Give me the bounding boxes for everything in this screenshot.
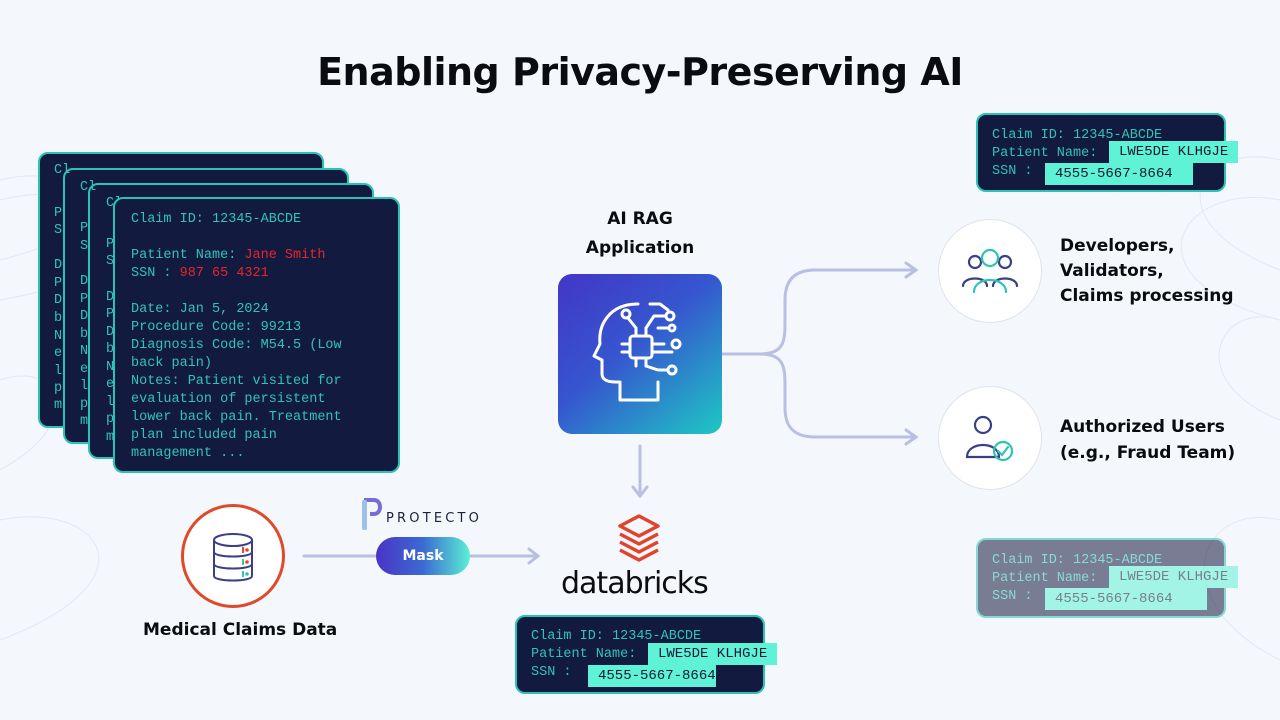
stack-fragment: P bbox=[106, 307, 115, 322]
stack-fragment: Cl bbox=[54, 163, 71, 178]
stack-fragment: l bbox=[106, 395, 115, 410]
databricks-label: databricks bbox=[561, 566, 709, 601]
masked-record-faded: Claim ID: 12345-ABCDE Patient Name: SSN … bbox=[976, 538, 1239, 620]
protecto-label: PROTECTO bbox=[386, 511, 483, 526]
stack-fragment: m bbox=[80, 414, 89, 429]
claim-id-line: Claim ID: 12345-ABCDE bbox=[131, 212, 302, 227]
stack-fragment: D bbox=[54, 258, 63, 273]
stack-fragment: D bbox=[106, 325, 115, 340]
stack-fragment: m bbox=[106, 430, 115, 445]
page-title: Enabling Privacy-Preserving AI bbox=[317, 50, 963, 94]
stack-fragment: P bbox=[54, 276, 63, 291]
stack-fragment: l bbox=[54, 364, 63, 379]
diagnosis-line: back pain) bbox=[131, 356, 213, 371]
stack-fragment: D bbox=[106, 290, 115, 305]
database-circle bbox=[181, 504, 285, 608]
mask-button[interactable]: Mask bbox=[376, 537, 470, 575]
verified-user-icon bbox=[965, 415, 1014, 462]
stack-fragment: e bbox=[106, 377, 115, 392]
stack-fragment: P bbox=[54, 206, 63, 221]
stack-fragment: p bbox=[106, 412, 115, 427]
stack-fragment: p bbox=[54, 381, 63, 396]
masked-ssn-label: SSN : bbox=[531, 665, 572, 680]
masked-ssn-label: SSN : bbox=[992, 164, 1033, 179]
diagnosis-line: Diagnosis Code: M54.5 (Low bbox=[131, 338, 342, 353]
notes-line: lower back pain. Treatment bbox=[131, 410, 342, 425]
source-claim-card: Claim ID: 12345-ABCDE Patient Name: Jane… bbox=[113, 197, 400, 473]
stack-fragment: S bbox=[106, 254, 115, 269]
stack-fragment: P bbox=[80, 221, 89, 236]
notes-line: plan included pain bbox=[131, 428, 277, 443]
stack-fragment: P bbox=[80, 292, 89, 307]
stack-fragment: l bbox=[80, 379, 89, 394]
stack-fragment: e bbox=[54, 346, 63, 361]
stack-fragment: N bbox=[54, 329, 63, 344]
patient-name-line: Patient Name: Jane Smith bbox=[131, 248, 326, 263]
databricks-logo-icon bbox=[618, 514, 660, 562]
ai-rag-app-box[interactable] bbox=[558, 274, 722, 434]
arrow-ai-to-developers bbox=[721, 268, 916, 356]
stack-fragment: S bbox=[54, 223, 63, 238]
masked-patient-label: Patient Name: bbox=[531, 647, 637, 662]
stack-fragment: p bbox=[80, 397, 89, 412]
arrow-head bbox=[904, 428, 919, 446]
authorized-users-circle bbox=[938, 386, 1042, 490]
notes-line: management ... bbox=[131, 446, 245, 461]
stack-fragment: b bbox=[80, 327, 89, 342]
team-users-icon bbox=[961, 248, 1019, 294]
notes-line: Notes: Patient visited for bbox=[131, 374, 342, 389]
stack-fragment: P bbox=[106, 237, 115, 252]
redacted-name-chip: LWE5DE KLHGJE bbox=[648, 643, 778, 665]
stack-fragment: D bbox=[54, 293, 63, 308]
notes-line: evaluation of persistent bbox=[131, 392, 326, 407]
stack-fragment: N bbox=[106, 360, 115, 375]
authorized-users-label: Authorized Users (e.g., Fraud Team) bbox=[1060, 417, 1236, 463]
date-line: Date: Jan 5, 2024 bbox=[131, 302, 269, 317]
medical-claims-label: Medical Claims Data bbox=[143, 620, 338, 640]
developers-circle bbox=[938, 219, 1042, 323]
ai-app-label: AI RAG Application bbox=[585, 209, 695, 258]
stack-fragment: b bbox=[106, 342, 115, 357]
developers-label: Developers, Validators, Claims processin… bbox=[1060, 236, 1234, 306]
protecto-logo-icon bbox=[362, 498, 382, 530]
masked-patient-label: Patient Name: bbox=[992, 146, 1098, 161]
stack-fragment: Cl bbox=[80, 180, 97, 195]
redacted-ssn-chip: 4555-5667-8664 bbox=[1045, 163, 1193, 185]
sensitive-ssn: 987 65 4321 bbox=[179, 266, 269, 281]
sensitive-patient-name: Jane Smith bbox=[244, 248, 326, 263]
stack-fragment: D bbox=[80, 309, 89, 324]
redacted-ssn-chip: 4555-5667-8664 bbox=[588, 665, 716, 687]
arrow-head bbox=[904, 261, 919, 279]
redacted-name-chip: LWE5DE KLHGJE bbox=[1109, 141, 1239, 163]
masked-claim-id: Claim ID: 12345-ABCDE bbox=[531, 629, 702, 644]
masked-claim-id: Claim ID: 12345-ABCDE bbox=[992, 128, 1163, 143]
stack-fragment: N bbox=[80, 344, 89, 359]
arrow-head bbox=[631, 485, 649, 499]
arrow-ai-to-authorized bbox=[758, 352, 916, 439]
stack-fragment: m bbox=[54, 398, 63, 413]
ssn-line: SSN : 987 65 4321 bbox=[131, 266, 269, 281]
redacted-ssn-chip: 4555-5667-8664 bbox=[1045, 588, 1207, 610]
stack-fragment: S bbox=[80, 239, 89, 254]
arrow-head bbox=[527, 547, 541, 565]
redacted-name-chip: LWE5DE KLHGJE bbox=[1109, 566, 1239, 588]
stack-fragment: D bbox=[80, 274, 89, 289]
ai-head-circuit-icon bbox=[592, 302, 682, 402]
stack-fragment: e bbox=[80, 362, 89, 377]
stack-fragment: b bbox=[54, 311, 63, 326]
procedure-line: Procedure Code: 99213 bbox=[131, 320, 302, 335]
database-icon bbox=[213, 533, 253, 582]
